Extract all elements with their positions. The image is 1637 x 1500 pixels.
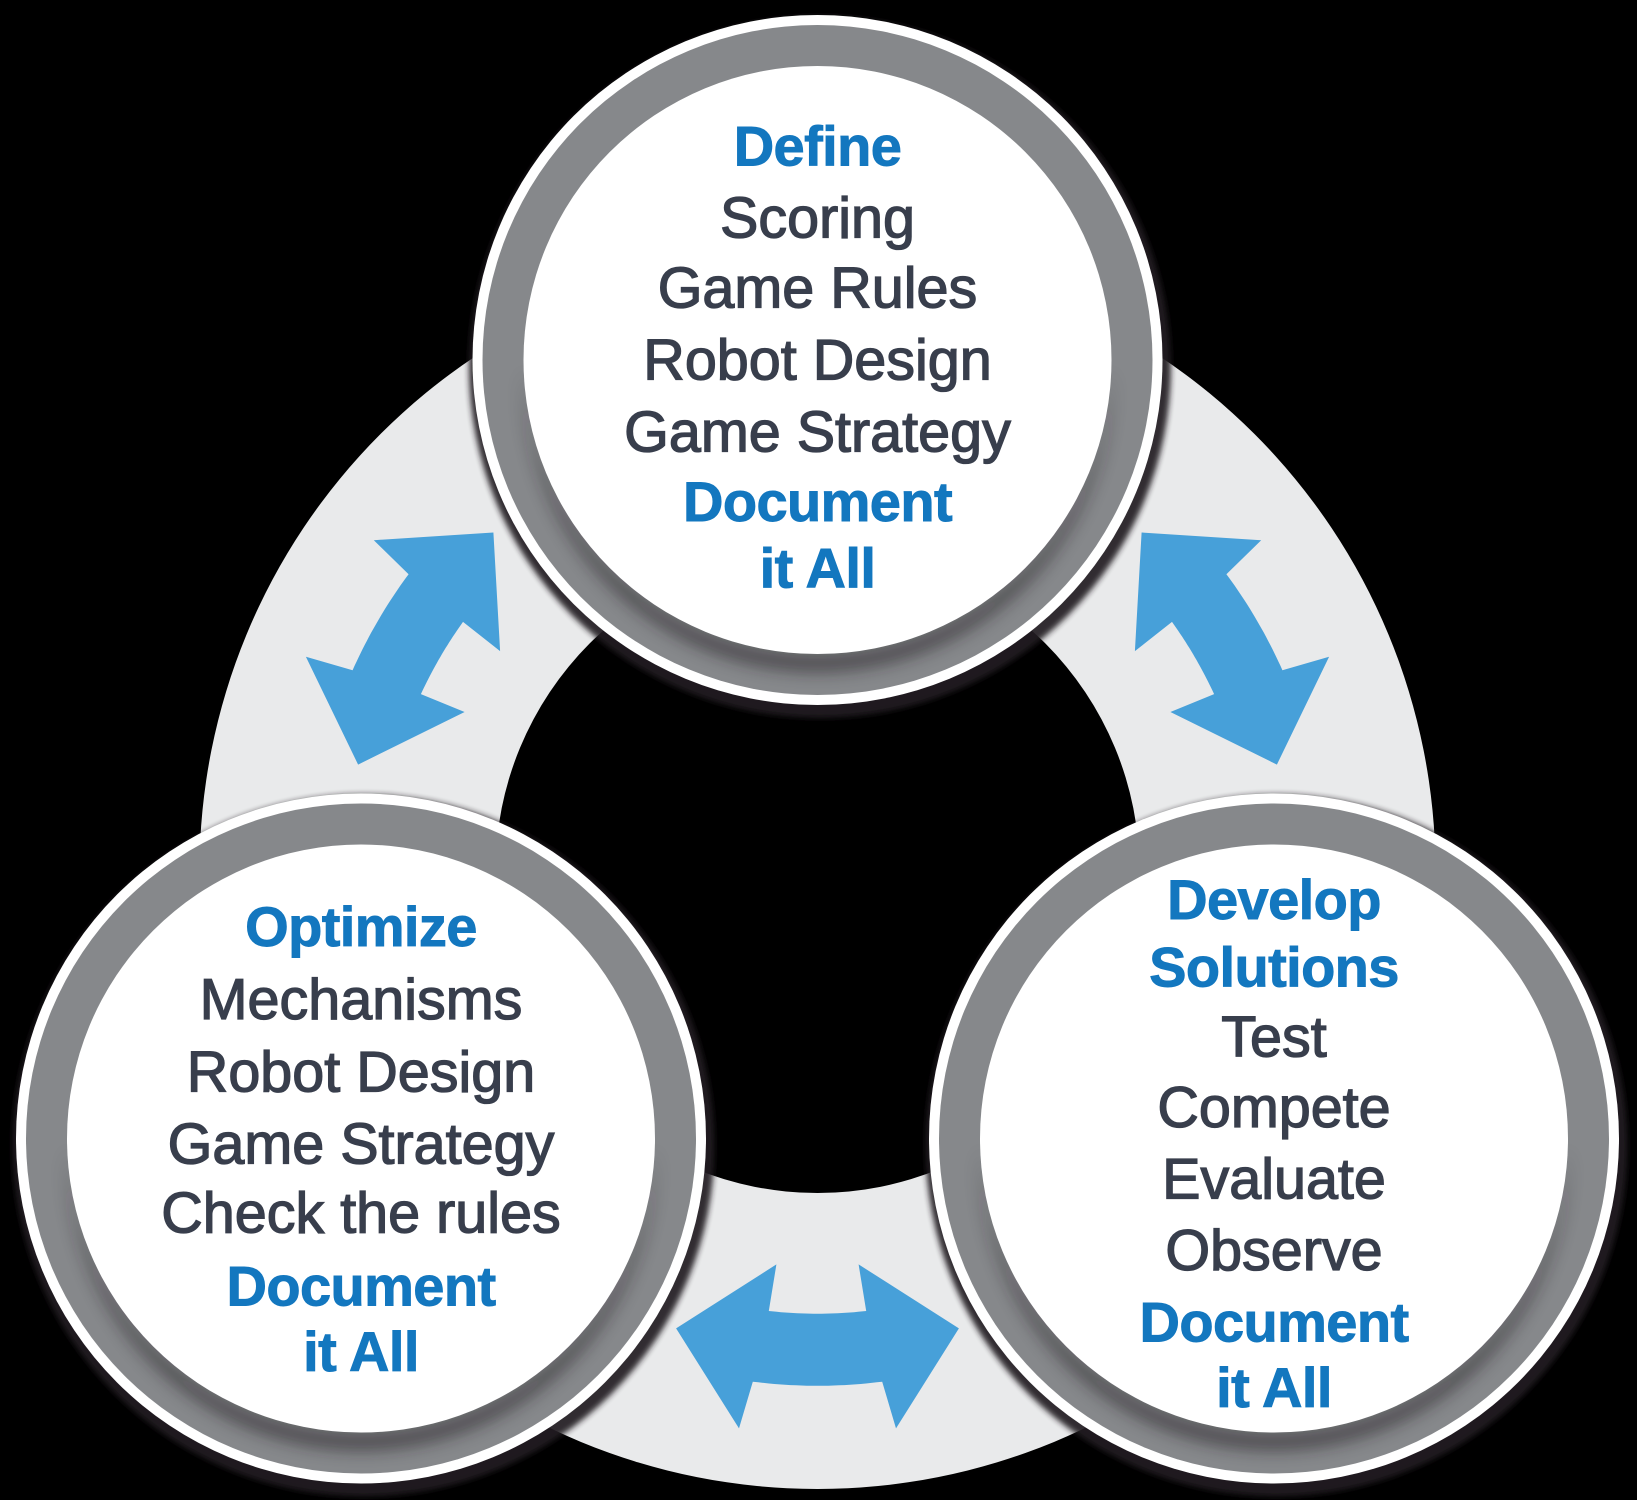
svg-text:Scoring: Scoring bbox=[720, 186, 915, 250]
svg-text:it All: it All bbox=[1216, 1356, 1332, 1419]
svg-text:Document: Document bbox=[1140, 1290, 1409, 1353]
svg-text:Mechanisms: Mechanisms bbox=[200, 968, 523, 1032]
svg-text:Game Rules: Game Rules bbox=[658, 257, 978, 321]
svg-text:it All: it All bbox=[303, 1320, 419, 1383]
svg-text:Optimize: Optimize bbox=[245, 895, 477, 958]
svg-text:Develop: Develop bbox=[1167, 868, 1381, 931]
svg-text:Observe: Observe bbox=[1165, 1219, 1382, 1283]
svg-text:Robot Design: Robot Design bbox=[187, 1040, 535, 1104]
svg-text:Solutions: Solutions bbox=[1149, 936, 1399, 999]
svg-text:Game Strategy: Game Strategy bbox=[168, 1112, 555, 1176]
svg-text:Robot Design: Robot Design bbox=[643, 329, 991, 393]
svg-text:it All: it All bbox=[760, 536, 876, 599]
svg-text:Check the rules: Check the rules bbox=[161, 1182, 561, 1246]
svg-text:Test: Test bbox=[1221, 1006, 1326, 1070]
svg-text:Game Strategy: Game Strategy bbox=[624, 400, 1011, 464]
svg-text:Define: Define bbox=[734, 115, 902, 178]
svg-text:Compete: Compete bbox=[1157, 1076, 1390, 1140]
svg-text:Document: Document bbox=[227, 1254, 496, 1317]
svg-text:Evaluate: Evaluate bbox=[1162, 1148, 1386, 1212]
svg-text:Document: Document bbox=[683, 470, 952, 533]
